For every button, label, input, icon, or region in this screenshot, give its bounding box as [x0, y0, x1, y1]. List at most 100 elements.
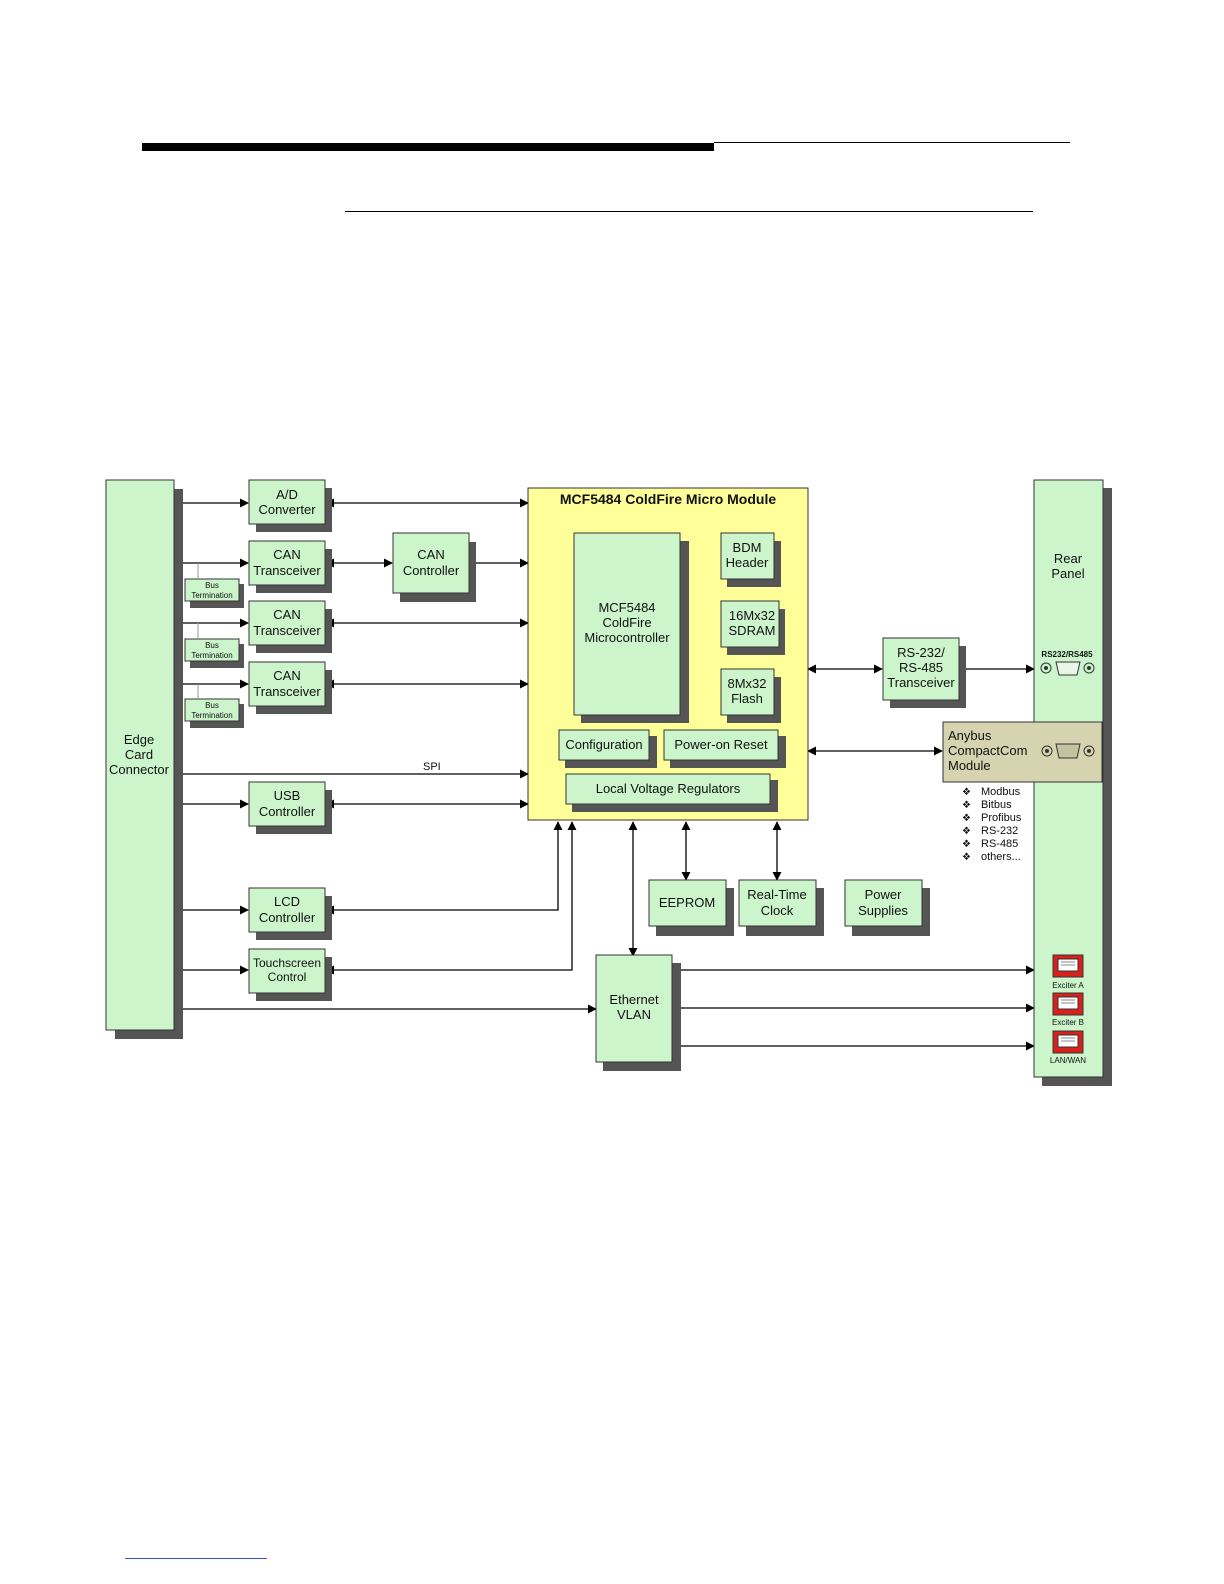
- svg-text:Bus: Bus: [205, 701, 219, 710]
- svg-text:❖: ❖: [962, 800, 971, 811]
- mcu-box: MCF5484 ColdFire Microcontroller: [573, 532, 689, 723]
- header-thin-rule: [714, 142, 1070, 143]
- svg-text:CAN: CAN: [273, 607, 300, 622]
- usb-controller: USB Controller: [248, 781, 332, 834]
- coldfire-micro-module: MCF5484 ColdFire Micro Module MCF5484 Co…: [527, 487, 809, 821]
- link-touch-module: [325, 821, 577, 975]
- svg-text:USB: USB: [274, 788, 301, 803]
- svg-text:❖: ❖: [962, 839, 971, 850]
- svg-text:Transceiver: Transceiver: [887, 675, 955, 690]
- can-transceiver-1: CAN Transceiver: [248, 540, 332, 593]
- power-supplies: Power Supplies: [844, 879, 930, 936]
- spi-label: SPI: [423, 761, 441, 773]
- svg-text:Header: Header: [726, 555, 769, 570]
- rj45-port-exciter-b: Exciter B: [1052, 992, 1084, 1027]
- edge-label-1: Edge: [124, 732, 154, 747]
- can-transceiver-2: CAN Transceiver: [248, 600, 332, 653]
- ethernet-vlan: Ethernet VLAN: [595, 954, 681, 1071]
- touchscreen-control: Touchscreen Control: [248, 948, 332, 1001]
- can-transceiver-3: CAN Transceiver: [248, 661, 332, 714]
- power-on-reset-box: Power-on Reset: [663, 729, 786, 768]
- svg-text:Power: Power: [865, 887, 903, 902]
- svg-text:Transceiver: Transceiver: [253, 563, 321, 578]
- footer-link-rule: [125, 1558, 267, 1559]
- svg-text:Termination: Termination: [191, 711, 232, 720]
- svg-text:Transceiver: Transceiver: [253, 684, 321, 699]
- module-title: MCF5484 ColdFire Micro Module: [560, 491, 776, 507]
- svg-text:BDM: BDM: [733, 540, 762, 555]
- svg-text:A/D: A/D: [276, 487, 298, 502]
- svg-text:CAN: CAN: [417, 547, 444, 562]
- svg-text:Clock: Clock: [761, 903, 794, 918]
- svg-text:Flash: Flash: [731, 691, 763, 706]
- svg-text:Module: Module: [948, 758, 991, 773]
- link-lcd-module: [325, 821, 563, 915]
- svg-text:RS-232: RS-232: [981, 825, 1018, 837]
- ad-converter: A/D Converter: [248, 479, 332, 532]
- svg-text:Microcontroller: Microcontroller: [584, 630, 670, 645]
- svg-text:8Mx32: 8Mx32: [727, 676, 766, 691]
- svg-text:Supplies: Supplies: [858, 903, 908, 918]
- bus-termination-2: Bus Termination: [184, 638, 244, 668]
- svg-text:Local Voltage Regulators: Local Voltage Regulators: [596, 781, 741, 796]
- can-controller: CAN Controller: [392, 532, 476, 602]
- svg-text:Exciter A: Exciter A: [1052, 981, 1084, 990]
- svg-text:CAN: CAN: [273, 547, 300, 562]
- svg-text:Controller: Controller: [259, 910, 316, 925]
- svg-text:❖: ❖: [962, 852, 971, 863]
- svg-text:❖: ❖: [962, 787, 971, 798]
- bdm-header-box: BDM Header: [720, 532, 781, 587]
- svg-text:Real-Time: Real-Time: [747, 887, 806, 902]
- svg-text:16Mx32: 16Mx32: [729, 608, 775, 623]
- svg-text:RS-232/: RS-232/: [897, 645, 945, 660]
- svg-text:Exciter B: Exciter B: [1052, 1018, 1084, 1027]
- svg-text:RS-485: RS-485: [899, 660, 943, 675]
- svg-text:SDRAM: SDRAM: [729, 623, 776, 638]
- bus-termination-1: Bus Termination: [184, 578, 244, 608]
- svg-text:Profibus: Profibus: [981, 812, 1022, 824]
- db9-connector-icon: [1040, 661, 1095, 676]
- real-time-clock: Real-Time Clock: [738, 879, 824, 936]
- svg-text:Ethernet: Ethernet: [609, 992, 659, 1007]
- svg-text:Anybus: Anybus: [948, 728, 992, 743]
- rs232-port-label: RS232/RS485: [1041, 650, 1093, 659]
- svg-text:Control: Control: [268, 970, 307, 984]
- svg-text:Panel: Panel: [1051, 566, 1084, 581]
- svg-text:EEPROM: EEPROM: [659, 895, 715, 910]
- flash-box: 8Mx32 Flash: [720, 668, 781, 723]
- svg-text:ColdFire: ColdFire: [602, 615, 651, 630]
- anybus-protocol-list: ❖ Modbus ❖ Bitbus ❖ Profibus ❖ RS-232 ❖ …: [962, 786, 1022, 863]
- svg-text:Controller: Controller: [259, 804, 316, 819]
- configuration-box: Configuration: [558, 729, 657, 768]
- rj45-port-lan-wan: LAN/WAN: [1050, 1030, 1086, 1065]
- svg-text:Termination: Termination: [191, 651, 232, 660]
- svg-text:LCD: LCD: [274, 894, 300, 909]
- edge-label-3: Connector: [109, 762, 170, 777]
- svg-text:Rear: Rear: [1054, 551, 1083, 566]
- svg-text:Bus: Bus: [205, 581, 219, 590]
- svg-text:RS-485: RS-485: [981, 838, 1018, 850]
- connection-lines: [173, 498, 1035, 1051]
- svg-text:❖: ❖: [962, 826, 971, 837]
- svg-text:Bitbus: Bitbus: [981, 799, 1012, 811]
- svg-text:Touchscreen: Touchscreen: [253, 956, 321, 970]
- eeprom: EEPROM: [648, 879, 734, 936]
- section-rule: [345, 211, 1033, 212]
- header-thick-rule: [142, 143, 714, 151]
- svg-text:Modbus: Modbus: [981, 786, 1021, 798]
- svg-text:others...: others...: [981, 851, 1021, 863]
- voltage-regulators-box: Local Voltage Regulators: [565, 773, 778, 812]
- svg-text:Bus: Bus: [205, 641, 219, 650]
- svg-text:CAN: CAN: [273, 668, 300, 683]
- db9-connector-icon: [1041, 743, 1095, 759]
- svg-text:Power-on Reset: Power-on Reset: [674, 737, 768, 752]
- edge-label-2: Card: [125, 747, 153, 762]
- svg-text:Converter: Converter: [258, 502, 316, 517]
- svg-text:LAN/WAN: LAN/WAN: [1050, 1056, 1086, 1065]
- svg-text:Controller: Controller: [403, 563, 460, 578]
- edge-card-connector: Edge Card Connector: [105, 479, 183, 1039]
- svg-text:❖: ❖: [962, 813, 971, 824]
- lcd-controller: LCD Controller: [248, 887, 332, 940]
- sdram-box: 16Mx32 SDRAM: [720, 600, 785, 655]
